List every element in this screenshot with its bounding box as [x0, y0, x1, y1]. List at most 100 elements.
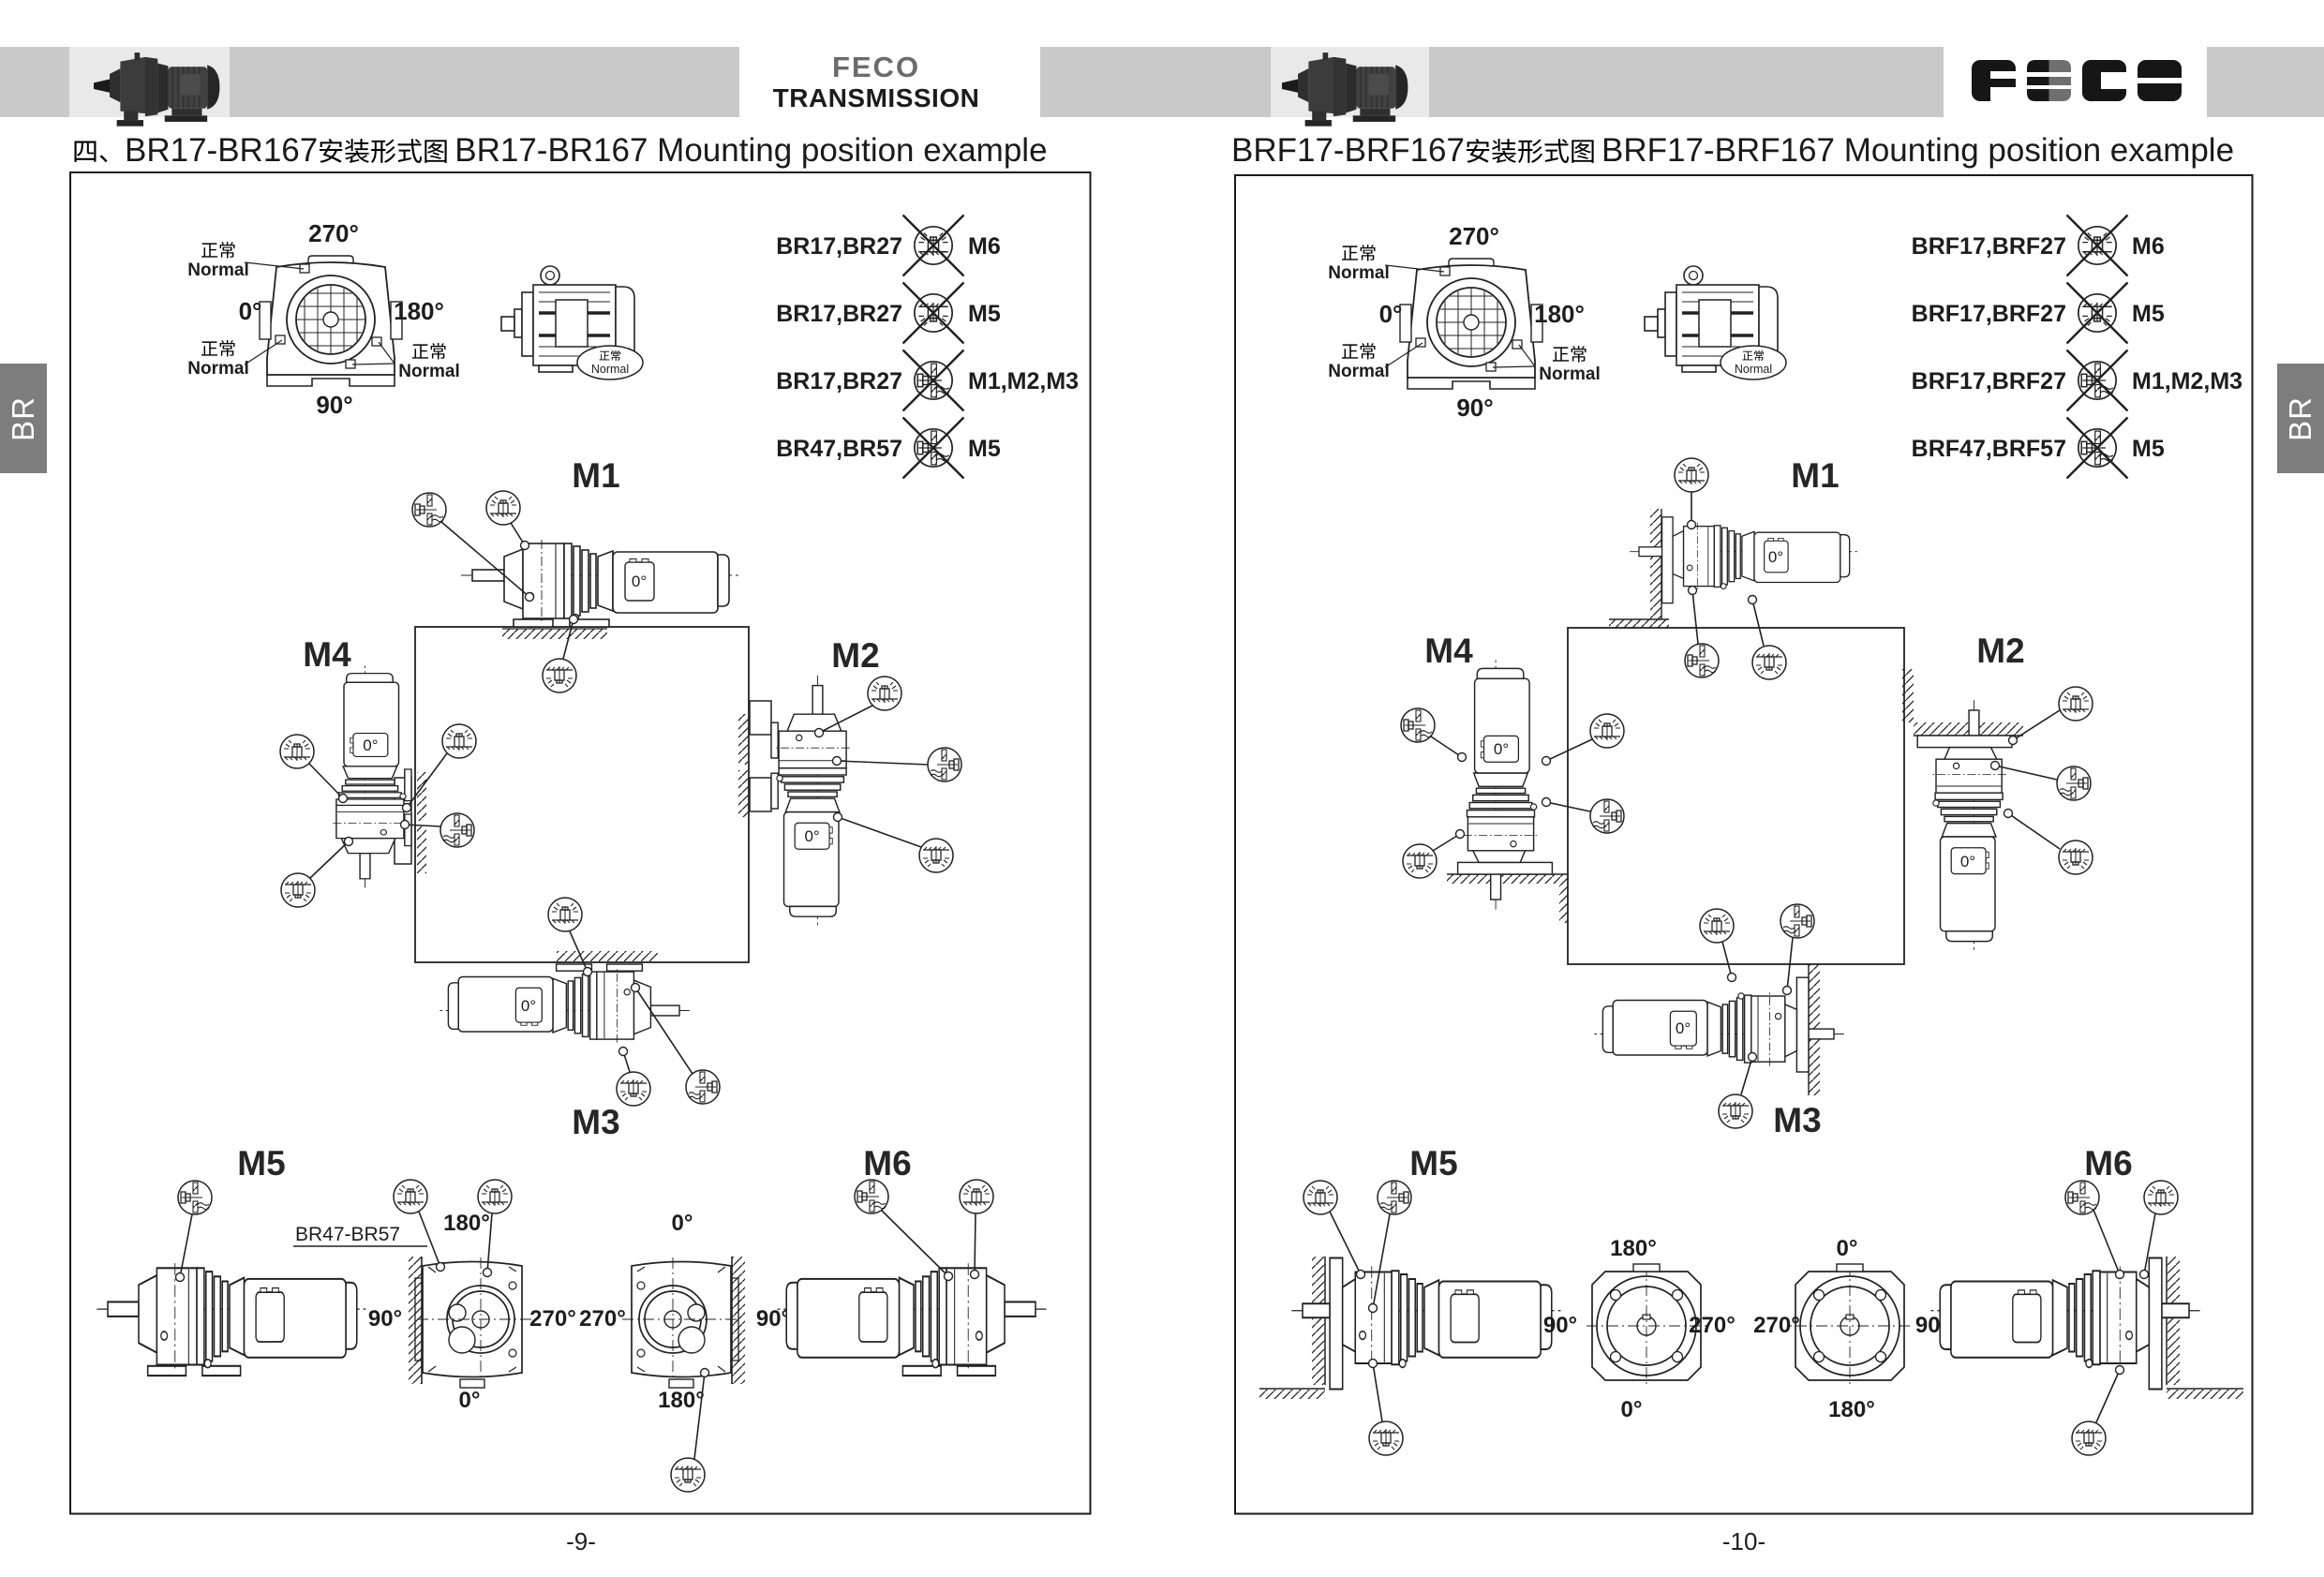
terminal-angle-label: 0° [521, 997, 536, 1015]
plug-icon-vent-up [441, 723, 477, 759]
leader-line [179, 1213, 193, 1278]
title-model: BRF17-BRF167 [1231, 132, 1465, 169]
dial-angle-left: 90° [368, 1306, 402, 1332]
dial-angle-bottom: 0° [459, 1388, 481, 1413]
leader-line [440, 521, 530, 598]
angle-label-top: 270° [308, 219, 359, 247]
leader-line [309, 841, 350, 879]
dial-angle-bottom: 180° [658, 1388, 705, 1413]
page-title-right: BRF17-BRF167 BRF17-BRF167 Mounting positi… [1231, 132, 2234, 170]
restriction-models: BRF17,BRF27 [1912, 233, 2066, 260]
restriction-allowed: M6 [2132, 233, 2165, 260]
plug-icon-oil-left [177, 1180, 213, 1215]
leader-line [1545, 801, 1591, 812]
leader-line [378, 341, 395, 364]
leader-line [974, 1213, 976, 1275]
leader-line [1786, 937, 1794, 991]
brand-line1: FECO [831, 51, 921, 83]
plug-point [482, 1267, 493, 1278]
leader-line [1518, 344, 1536, 367]
terminal-angle-label: 0° [1768, 548, 1783, 566]
leader-line [836, 760, 929, 766]
plug-icon-vent-up [393, 1179, 428, 1214]
plug-point [399, 819, 410, 830]
feco-logo [1972, 60, 2182, 101]
logo-letter-c [2082, 60, 2126, 101]
leader-line [693, 1372, 706, 1460]
plug-icon-vent-down [1402, 843, 1438, 879]
dial-view-1 [414, 1257, 534, 1389]
position-label-m3: M3 [1773, 1101, 1821, 1139]
leader-line [486, 1213, 493, 1273]
plug-point [618, 1046, 629, 1057]
plug-icon-oil-right [927, 747, 962, 782]
restriction-models: BRF17,BRF27 [1912, 301, 2066, 327]
plug-icon-vent-down [670, 1457, 706, 1493]
terminal-angle-label: 0° [1494, 740, 1509, 758]
leader-line [2095, 1369, 2121, 1423]
brand-line2: TRANSMISSION [772, 82, 980, 112]
plug-point [1726, 972, 1737, 983]
logo-letter-f [1972, 60, 2016, 101]
plug-icon-oil-right [439, 812, 475, 848]
normal-label-en-br: Normal [398, 362, 459, 381]
plug-icon-vent-up [1674, 457, 1709, 493]
leader-line [562, 618, 574, 660]
plug-icon-vent-down [542, 658, 577, 693]
restriction-allowed: M1,M2,M3 [2132, 368, 2242, 394]
leader-line [1384, 342, 1423, 368]
terminal-angle-label: 0° [632, 573, 647, 590]
dial-angle-top: 180° [443, 1211, 490, 1236]
plug-point [1687, 585, 1698, 596]
plug-icon-vent-up [279, 734, 315, 769]
size-note-label: BR47-BR57 [295, 1224, 400, 1245]
leader-line [1432, 833, 1461, 852]
wall-hatch-m2b [738, 770, 748, 817]
page-number-left: -9- [566, 1527, 596, 1555]
plug-icon-vent-up [477, 1179, 513, 1214]
position-label-m4: M4 [303, 635, 351, 674]
title-zh [1465, 132, 1596, 170]
dial-angle-right: 270° [1689, 1313, 1736, 1338]
plug-icon-vent-down [616, 1071, 651, 1107]
plug-icon-vent-down [1718, 1093, 1753, 1129]
restriction-models: BR17,BR27 [776, 301, 902, 327]
plug-point [630, 982, 641, 993]
gearmotor-photo-left [94, 52, 221, 127]
plug-point [435, 1261, 446, 1272]
position-label-m3: M3 [572, 1103, 619, 1141]
position-label-m6: M6 [2084, 1144, 2132, 1183]
position-label-m2: M2 [831, 636, 879, 675]
plug-point [524, 591, 535, 603]
plug-point [813, 727, 825, 738]
m5-wall-hatch [1312, 1257, 1325, 1385]
leader-line [1721, 941, 1733, 978]
title-en: BRF17-BRF167 Mounting position example [1601, 132, 2235, 169]
dial-angle-top: 180° [1610, 1236, 1657, 1261]
logo-letter-e [2027, 60, 2071, 101]
plug-icon-vent-up [485, 490, 521, 526]
leader-line [569, 930, 588, 973]
restriction-allowed: M5 [968, 301, 1001, 327]
plug-point [969, 1269, 980, 1280]
position-label-m1: M1 [1791, 456, 1839, 495]
leader-line [818, 705, 873, 734]
plug-point [1747, 1051, 1758, 1063]
leader-line [634, 987, 693, 1075]
terminal-angle-label: 0° [1676, 1019, 1691, 1037]
plug-point [174, 1272, 186, 1283]
plug-point [519, 540, 530, 551]
leader-line [1372, 1362, 1383, 1422]
gearbox-front-view [1400, 259, 1542, 389]
position-label-m5: M5 [1409, 1144, 1457, 1183]
plug-icon-oil-left [1684, 643, 1720, 678]
leader-line [2012, 709, 2061, 741]
position-label-m4: M4 [1424, 632, 1473, 670]
plug-icon-vent-up [1699, 908, 1735, 944]
position-label-m6: M6 [863, 1144, 911, 1183]
